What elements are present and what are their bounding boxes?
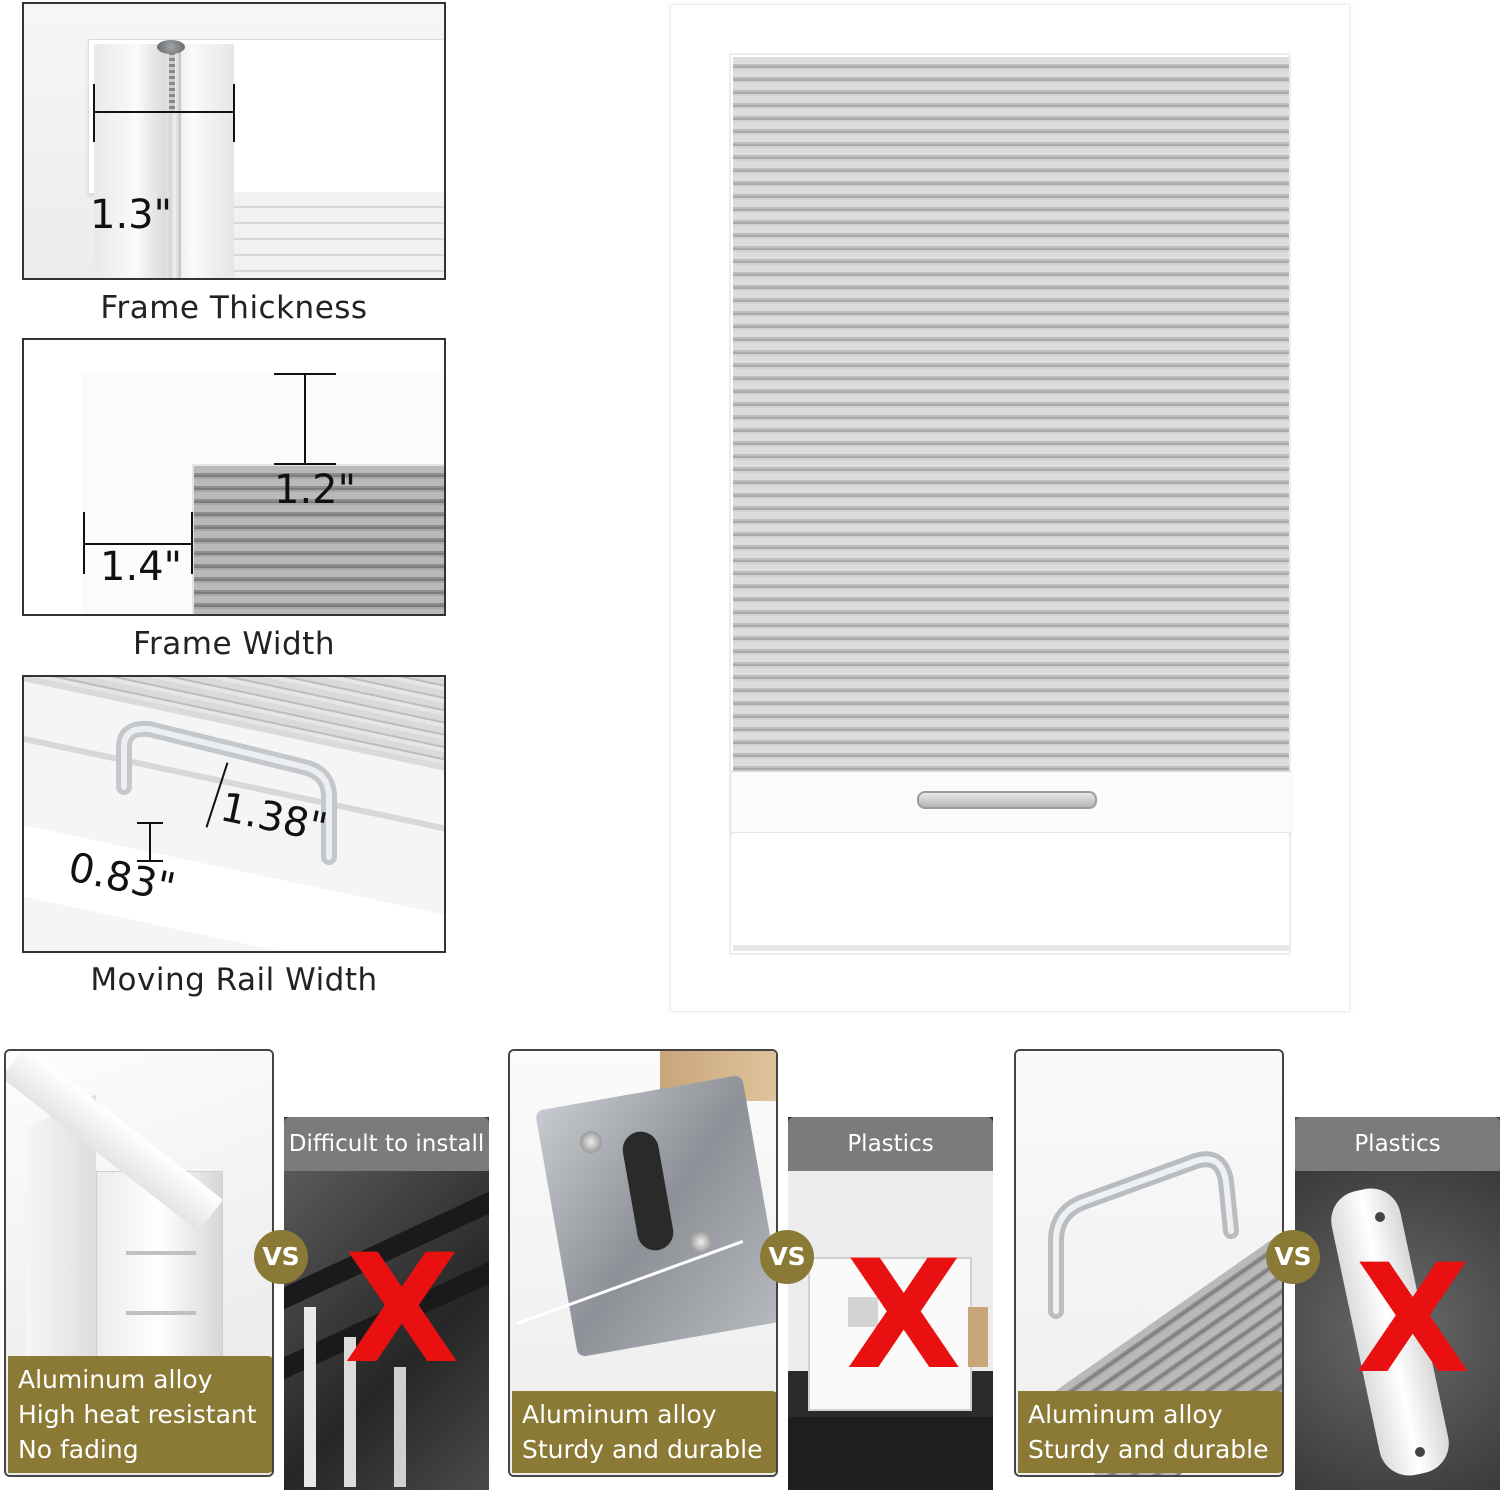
- cellular-shade-fabric: [733, 57, 1289, 773]
- label-line: Sturdy and durable: [1028, 1435, 1269, 1464]
- difficult-install-card: Difficult to install X: [284, 1117, 489, 1490]
- dimension-line: [304, 374, 306, 464]
- plastics-label: Plastics: [1295, 1117, 1500, 1171]
- frame-width-photo: 1.2" 1.4": [22, 338, 446, 616]
- label-line: Aluminum alloy: [1028, 1400, 1223, 1429]
- label-line: High heat resistant: [18, 1400, 257, 1429]
- handle-icon[interactable]: [917, 791, 1097, 809]
- frame-top-dimension: 1.2": [274, 467, 357, 513]
- vs-badge: VS: [760, 1230, 814, 1284]
- plastics-label: Plastics: [788, 1117, 993, 1171]
- handle-icon: [116, 720, 337, 865]
- vs-badge: VS: [254, 1230, 308, 1284]
- frame-thickness-photo: 1.3": [22, 2, 446, 280]
- frame-thickness-caption: Frame Thickness: [100, 290, 368, 326]
- aluminum-lock-label: Aluminum alloy Sturdy and durable: [512, 1391, 776, 1473]
- cross-icon: X: [1355, 1233, 1471, 1407]
- plastic-handle-card: Plastics X: [1295, 1117, 1500, 1490]
- frame-side-dimension: 1.4": [100, 544, 183, 590]
- window-shade-frame: [670, 4, 1350, 1012]
- cross-icon: X: [846, 1229, 962, 1403]
- dimension-line: [84, 543, 192, 545]
- thickness-dimension: 1.3": [90, 192, 173, 238]
- aluminum-frame-card: Aluminum alloy High heat resistant No fa…: [4, 1049, 274, 1477]
- difficult-install-label: Difficult to install: [284, 1117, 489, 1171]
- moving-rail-photo: 1.38" 0.83": [22, 675, 446, 953]
- label-line: Aluminum alloy: [522, 1400, 717, 1429]
- screw-icon: [157, 40, 185, 54]
- plastic-lock-card: Plastics X: [788, 1117, 993, 1490]
- aluminum-handle-card: Aluminum alloy Sturdy and durable: [1014, 1049, 1284, 1477]
- label-line: Sturdy and durable: [522, 1435, 763, 1464]
- handle-icon: [1048, 1151, 1239, 1319]
- aluminum-frame-label: Aluminum alloy High heat resistant No fa…: [8, 1356, 272, 1473]
- aluminum-handle-label: Aluminum alloy Sturdy and durable: [1018, 1391, 1282, 1473]
- label-line: Aluminum alloy: [18, 1365, 213, 1394]
- moving-rail-caption: Moving Rail Width: [90, 962, 378, 998]
- aluminum-lock-card: Aluminum alloy Sturdy and durable: [508, 1049, 778, 1477]
- label-line: No fading: [18, 1435, 139, 1464]
- vs-badge: VS: [1266, 1230, 1320, 1284]
- cross-icon: X: [344, 1223, 460, 1397]
- dimension-line: [94, 111, 234, 113]
- frame-width-caption: Frame Width: [132, 626, 335, 662]
